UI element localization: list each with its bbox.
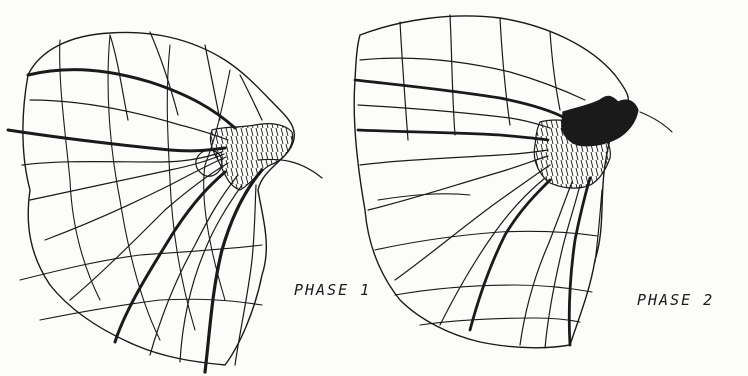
phase-1-main-flow-lower-b bbox=[205, 170, 262, 372]
phase-2-main-flow-lower-a bbox=[470, 180, 550, 330]
phase-1-hatched-zone bbox=[210, 124, 292, 190]
phase-1-diagram bbox=[8, 32, 322, 372]
phase-2-diagram bbox=[354, 15, 672, 348]
phase-1-thin-flows bbox=[22, 32, 262, 365]
phase-2-ring-lines bbox=[375, 112, 672, 325]
phase-2-solid-zone bbox=[562, 96, 638, 145]
phase-2-main-flow-lower-b bbox=[569, 178, 590, 345]
phase-1-label: PHASE 1 bbox=[294, 281, 371, 299]
phase-1-main-flow-middle bbox=[8, 130, 225, 151]
phase-2-label: PHASE 2 bbox=[637, 291, 714, 309]
phase-1-main-flow-upper bbox=[28, 70, 235, 128]
phase-2-main-flow-middle bbox=[358, 130, 548, 140]
